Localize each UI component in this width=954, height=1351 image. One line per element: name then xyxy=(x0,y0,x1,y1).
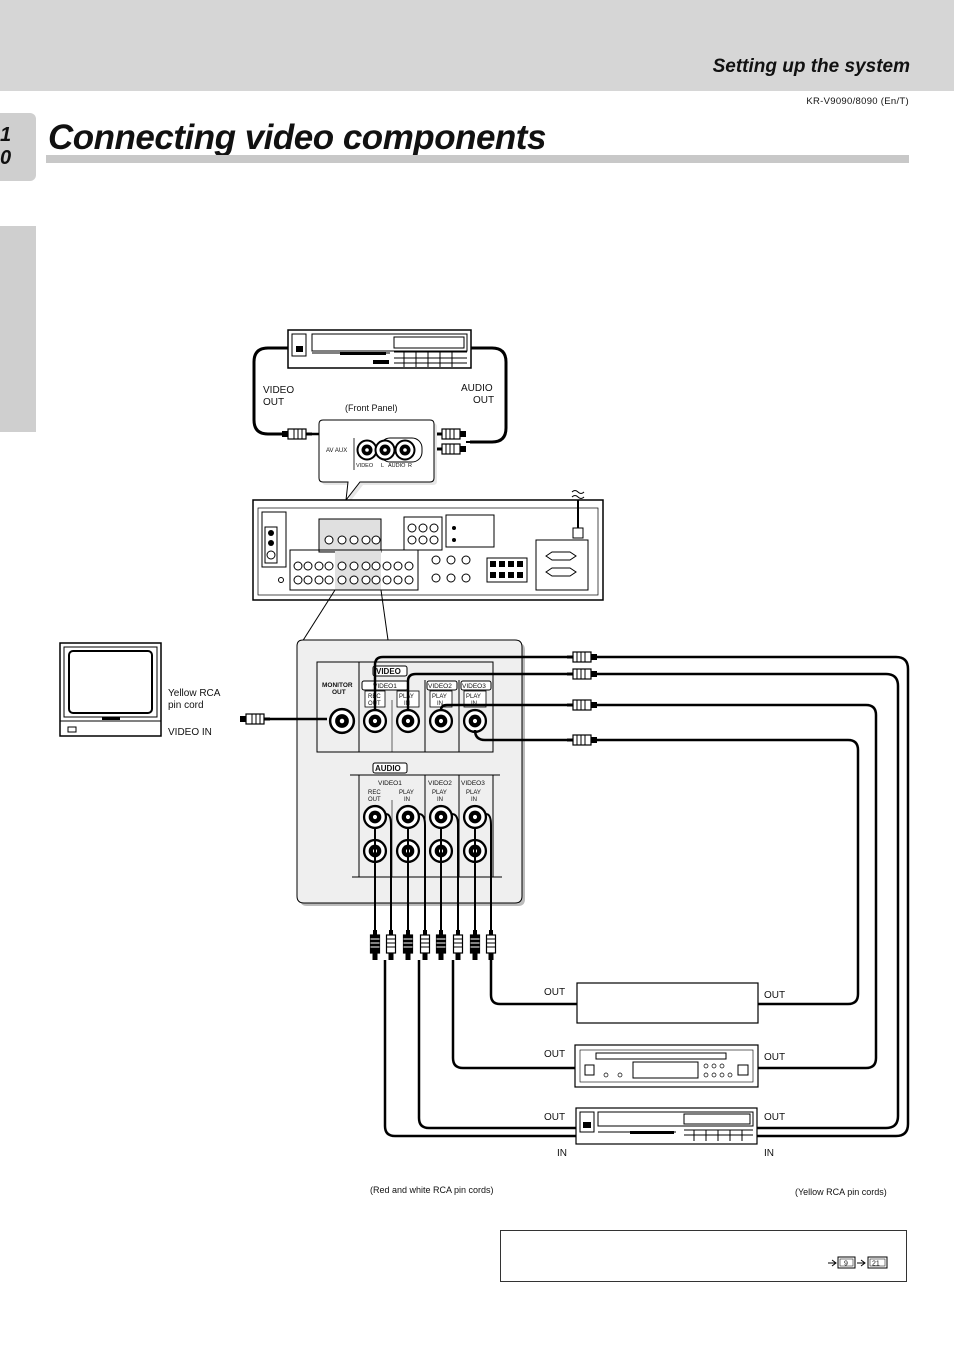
av-aux-r-label: R xyxy=(408,463,412,469)
component3-out-right: OUT xyxy=(764,1112,785,1123)
audio-video1-header: VIDEO1 xyxy=(378,780,402,787)
audio-video1-play-in-label-2: IN xyxy=(404,797,410,803)
plug-icon xyxy=(435,428,467,440)
audio-video2-l-jack xyxy=(428,804,454,830)
plug-icon xyxy=(385,929,397,961)
component1-out-right: OUT xyxy=(764,990,785,1001)
video1-header: VIDEO1 xyxy=(373,683,397,690)
plug-icon xyxy=(402,929,414,961)
plug-icon xyxy=(566,734,598,746)
page-ref-1: 9 xyxy=(844,1261,848,1268)
plug-icon xyxy=(566,699,598,711)
audio-video1-play-in-label-1: PLAY xyxy=(399,790,414,796)
chapter-side-tab xyxy=(0,226,36,432)
video2-play-in-label-1: PLAY xyxy=(432,694,447,700)
page-title: Connecting video components xyxy=(48,118,546,157)
audio-video3-play-in-label-1: PLAY xyxy=(466,790,481,796)
monitor-out-label-1: MONITOR xyxy=(322,682,353,689)
red-white-cords-caption: (Red and white RCA pin cords) xyxy=(370,1185,494,1195)
tv-illustration xyxy=(59,642,162,737)
component2-out-right: OUT xyxy=(764,1052,785,1063)
plug-icon xyxy=(435,443,467,455)
audio-rec-out-label-1: REC xyxy=(368,790,381,796)
component-player-2 xyxy=(574,1044,759,1088)
video3-play-in-jack xyxy=(462,708,488,734)
av-aux-audio-l-jack xyxy=(374,439,396,461)
plug-icon xyxy=(566,651,598,663)
audio-video3-play-in-label-2: IN xyxy=(471,797,477,803)
header-band xyxy=(0,0,954,91)
vcr-video-cable xyxy=(252,346,288,436)
audio-video3-header: VIDEO3 xyxy=(461,780,485,787)
vcr-audio-cable xyxy=(470,346,508,444)
video-section-header: VIDEO xyxy=(376,667,401,676)
video2-header: VIDEO2 xyxy=(428,683,452,690)
video2-play-in-jack xyxy=(428,708,454,734)
video3-play-in-label-1: PLAY xyxy=(466,694,481,700)
video2-play-in-label-2: IN xyxy=(437,701,443,707)
note-box xyxy=(500,1230,907,1282)
plug-icon xyxy=(435,929,447,961)
audio-video3-l-jack xyxy=(462,804,488,830)
component3-in-left: IN xyxy=(557,1148,567,1159)
component3-in-right: IN xyxy=(764,1148,774,1159)
video1-play-in-jack xyxy=(395,708,421,734)
audio-rec-out-label-2: OUT xyxy=(368,797,381,803)
av-aux-audio-r-jack xyxy=(394,439,416,461)
page-references: 9 21 xyxy=(828,1256,888,1269)
plug-icon xyxy=(566,668,598,680)
tv-cord-label-1: Yellow RCA xyxy=(168,688,221,699)
audio-video2-header: VIDEO2 xyxy=(428,780,452,787)
monitor-out-jack xyxy=(328,707,356,735)
component-vcr-3 xyxy=(575,1107,758,1145)
monitor-out-label-2: OUT xyxy=(332,689,346,696)
video1-rec-out-jack xyxy=(362,708,388,734)
video3-header: VIDEO3 xyxy=(462,683,486,690)
vcr-video-out-label-2: OUT xyxy=(263,397,284,408)
front-panel-callout xyxy=(318,419,435,502)
jack-panel-enlarged xyxy=(296,639,523,904)
section-title: Setting up the system xyxy=(712,56,910,77)
front-panel-caption: (Front Panel) xyxy=(345,403,398,413)
page-number-tab: 1 0 xyxy=(0,113,36,181)
av-aux-label: AV AUX xyxy=(326,448,347,454)
plug-icon xyxy=(281,428,313,440)
plug-icon xyxy=(485,929,497,961)
audio-section-header: AUDIO xyxy=(375,764,401,773)
plug-icon xyxy=(419,929,431,961)
model-number: KR-V9090/8090 (En/T) xyxy=(806,96,909,107)
component2-out-left: OUT xyxy=(544,1049,565,1060)
plug-icon xyxy=(369,929,381,961)
component-box-1 xyxy=(576,982,759,1024)
audio-video1-l-jack xyxy=(395,804,421,830)
tv-cord-label-2: pin cord xyxy=(168,700,204,711)
component1-out-left: OUT xyxy=(544,987,565,998)
yellow-cords-caption: (Yellow RCA pin cords) xyxy=(795,1187,887,1197)
plug-icon xyxy=(452,929,464,961)
top-vcr-illustration xyxy=(287,329,472,369)
av-aux-video-label: VIDEO xyxy=(356,463,374,469)
title-rule xyxy=(46,155,909,163)
tv-video-in-label: VIDEO IN xyxy=(168,727,212,738)
video1-play-in-label-1: PLAY xyxy=(399,694,414,700)
audio-video2-play-in-label-1: PLAY xyxy=(432,790,447,796)
av-aux-l-label: L xyxy=(381,463,384,469)
plug-icon xyxy=(239,713,271,725)
audio-rec-out-l-jack xyxy=(362,804,388,830)
audio-video2-play-in-label-2: IN xyxy=(437,797,443,803)
av-aux-video-jack xyxy=(356,439,378,461)
vcr-video-out-label-1: VIDEO xyxy=(263,385,294,396)
receiver-rear-panel xyxy=(252,490,604,601)
component3-out-left: OUT xyxy=(544,1112,565,1123)
vcr-audio-out-label-2: OUT xyxy=(473,395,494,406)
plug-icon xyxy=(469,929,481,961)
page-ref-2: 21 xyxy=(872,1261,880,1268)
av-aux-audio-label: AUDIO xyxy=(388,463,406,469)
vcr-audio-out-label-1: AUDIO xyxy=(461,383,493,394)
